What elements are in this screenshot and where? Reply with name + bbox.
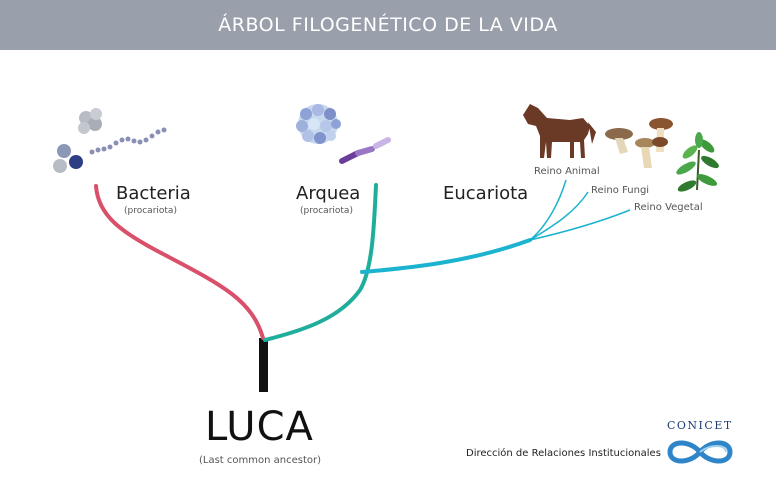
page-title: ÁRBOL FILOGENÉTICO DE LA VIDA (218, 14, 558, 36)
mushroom-icon (605, 118, 673, 168)
horse-icon (523, 104, 596, 158)
root-label: LUCA (205, 404, 314, 450)
domain-sub-bacteria: (procariota) (124, 206, 177, 216)
infinity-logo-icon (667, 440, 733, 464)
root-sublabel: (Last common ancestor) (199, 455, 322, 466)
kingdom-label-fungi: Reino Fungi (591, 185, 650, 196)
domain-label-arquea: Arquea (296, 183, 361, 204)
archaea-icon (296, 104, 391, 164)
kingdom-label-vegetal: Reino Vegetal (634, 202, 703, 213)
archaea-branch (263, 183, 378, 342)
domain-sub-arquea: (procariota) (300, 206, 353, 216)
bacteria-branch (94, 184, 265, 340)
footer-text: Dirección de Relaciones Institucionales (466, 448, 661, 459)
luca-trunk (259, 338, 268, 392)
domain-label-bacteria: Bacteria (116, 183, 191, 204)
eukaryota-branch (360, 238, 532, 274)
domain-label-eucariota: Eucariota (443, 183, 529, 204)
animal-branch (529, 179, 567, 241)
fungi-branch (529, 191, 589, 241)
vegetal-branch (529, 209, 631, 241)
plant-icon (676, 132, 719, 192)
kingdom-label-animal: Reino Animal (534, 166, 600, 177)
bacteria-icon (53, 108, 167, 173)
logo-text: CONICET (667, 419, 733, 432)
header-bar: ÁRBOL FILOGENÉTICO DE LA VIDA (0, 0, 776, 50)
